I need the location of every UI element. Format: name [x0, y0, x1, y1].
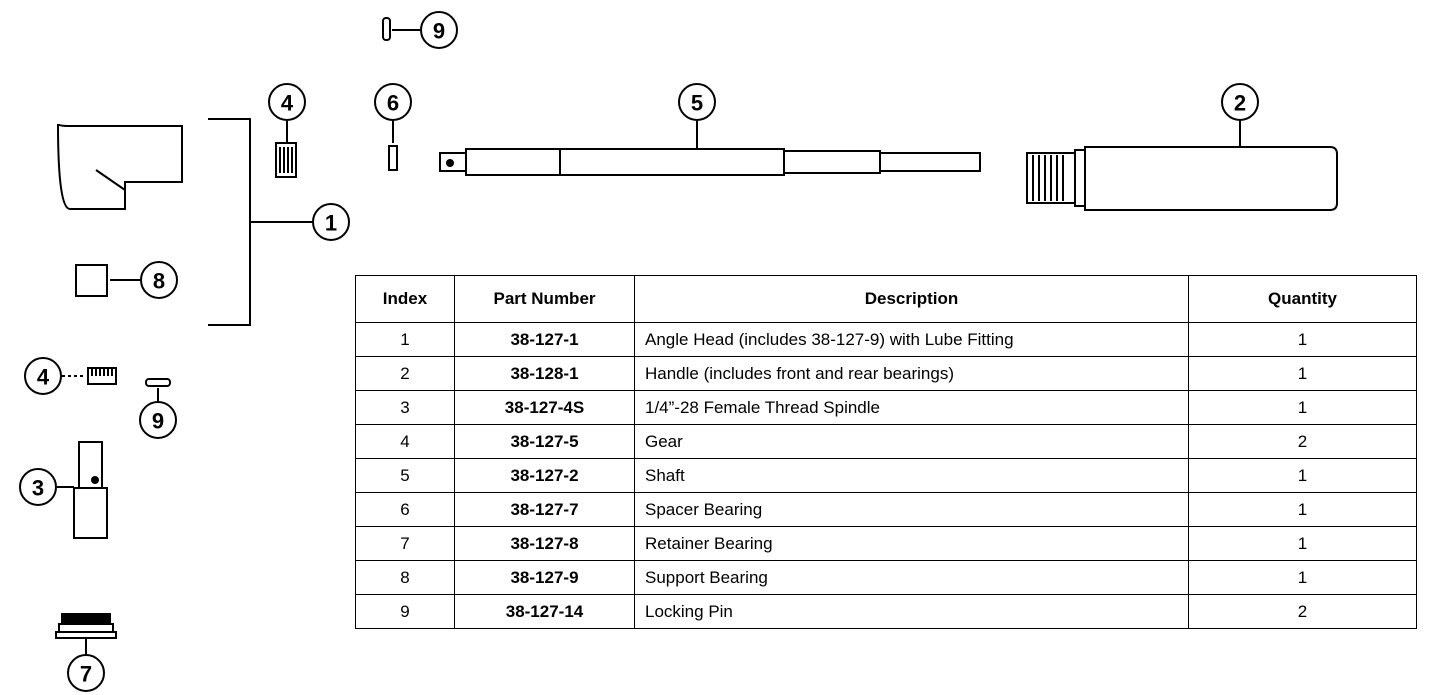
row-part-number: 38-127-7: [454, 492, 635, 527]
row-quantity: 1: [1188, 356, 1417, 391]
callout-label-7: 7: [80, 662, 92, 687]
callout-label-4-left: 4: [37, 365, 50, 390]
row-description: Retainer Bearing: [634, 526, 1189, 561]
callout-circle-7: [67, 654, 105, 692]
row-quantity: 1: [1188, 390, 1417, 425]
gear-top: [275, 121, 297, 178]
row-description: Handle (includes front and rear bearings…: [634, 356, 1189, 391]
row-index: 1: [355, 322, 455, 357]
header-quantity: Quantity: [1188, 275, 1417, 323]
table-header-row: Index Part Number Description Quantity: [355, 275, 1417, 323]
row-index: 7: [355, 526, 455, 561]
row-part-number: 38-127-8: [454, 526, 635, 561]
row-description: Support Bearing: [634, 560, 1189, 595]
row-description: Spacer Bearing: [634, 492, 1189, 527]
callout-circle-3: [19, 468, 57, 506]
row-part-number: 38-128-1: [454, 356, 635, 391]
callout-circle-1: [312, 203, 350, 241]
support-bearing: [75, 264, 140, 297]
row-quantity: 1: [1188, 458, 1417, 493]
gear-left: [62, 367, 117, 385]
header-part-number: Part Number: [454, 275, 635, 323]
header-index: Index: [355, 275, 455, 323]
callout-label-4-top: 4: [281, 91, 294, 116]
row-description: Angle Head (includes 38-127-9) with Lube…: [634, 322, 1189, 357]
group-bracket: [208, 118, 312, 326]
callout-label-8: 8: [153, 269, 165, 294]
row-description: Locking Pin: [634, 594, 1189, 629]
row-index: 8: [355, 560, 455, 595]
row-index: 2: [355, 356, 455, 391]
spacer-bearing: [388, 121, 398, 171]
header-description: Description: [634, 275, 1189, 323]
row-part-number: 38-127-4S: [454, 390, 635, 425]
row-index: 5: [355, 458, 455, 493]
row-index: 6: [355, 492, 455, 527]
row-index: 4: [355, 424, 455, 459]
row-quantity: 1: [1188, 560, 1417, 595]
callout-circle-9-left: [139, 401, 177, 439]
shaft: [439, 121, 981, 176]
callout-label-1: 1: [325, 211, 337, 236]
spindle: [57, 441, 108, 539]
callout-label-5: 5: [691, 91, 703, 116]
callout-label-9-top: 9: [433, 19, 445, 44]
callout-circle-9-top: [420, 11, 458, 49]
callout-circle-8: [140, 261, 178, 299]
callout-circle-6: [374, 83, 412, 121]
row-part-number: 38-127-2: [454, 458, 635, 493]
row-part-number: 38-127-14: [454, 594, 635, 629]
locking-pin-top: [382, 17, 420, 41]
locking-pin-left: [145, 378, 171, 402]
handle: [1026, 121, 1338, 211]
row-index: 9: [355, 594, 455, 629]
angle-head: [57, 123, 183, 210]
row-quantity: 2: [1188, 424, 1417, 459]
row-part-number: 38-127-1: [454, 322, 635, 357]
row-description: 1/4”-28 Female Thread Spindle: [634, 390, 1189, 425]
row-part-number: 38-127-5: [454, 424, 635, 459]
row-description: Shaft: [634, 458, 1189, 493]
callout-label-6: 6: [387, 91, 399, 116]
row-quantity: 1: [1188, 492, 1417, 527]
callout-circle-4-top: [268, 83, 306, 121]
callout-circle-5: [678, 83, 716, 121]
row-part-number: 38-127-9: [454, 560, 635, 595]
row-index: 3: [355, 390, 455, 425]
callout-circle-4-left: [24, 357, 62, 395]
row-description: Gear: [634, 424, 1189, 459]
callout-label-2: 2: [1234, 91, 1246, 116]
callout-label-9-left: 9: [152, 409, 164, 434]
retainer-bearing: [55, 613, 117, 654]
row-quantity: 2: [1188, 594, 1417, 629]
callout-circle-2: [1221, 83, 1259, 121]
row-quantity: 1: [1188, 526, 1417, 561]
parts-table: Index Part Number Description Quantity 1…: [355, 275, 1417, 629]
callout-label-3: 3: [32, 476, 44, 501]
row-quantity: 1: [1188, 322, 1417, 357]
